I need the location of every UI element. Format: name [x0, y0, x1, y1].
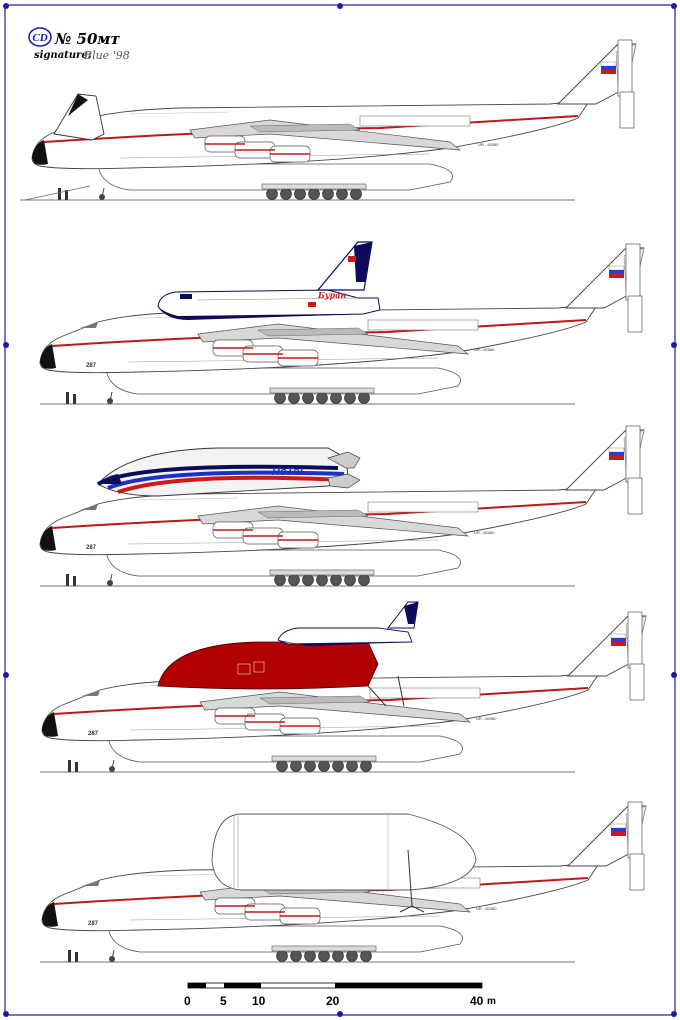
scale-unit: m: [487, 996, 496, 1007]
nose-mark-2: 287: [86, 363, 97, 369]
svg-text:CD: CD: [32, 32, 47, 44]
fin-mark-3: UR - 82060: [474, 530, 495, 535]
fin-mark-5: UR - 82060: [476, 906, 497, 911]
buran-label: Буран: [318, 290, 347, 300]
payload-hotol: [96, 446, 362, 498]
sheet-number: № 50ᴍᴛ: [55, 30, 120, 48]
fin-mark-2: UR - 82060: [474, 347, 495, 352]
nose-mark-4: 287: [88, 731, 99, 737]
scale-tick-40: 40: [470, 994, 484, 1008]
scale-tick-0: 0: [184, 994, 191, 1008]
payload-buran: [157, 241, 381, 321]
aircraft-variant-1: [24, 39, 637, 201]
fin-mark-4: UR - 82060: [476, 716, 497, 721]
frame-rivets: [3, 3, 677, 1017]
scale-tick-20: 20: [326, 994, 340, 1008]
scale-tick-10: 10: [252, 994, 266, 1008]
nose-mark-5: 287: [88, 921, 99, 927]
signature-label: signature:: [34, 50, 92, 61]
aircraft-variant-3: [39, 425, 645, 587]
nose-mark-3: 287: [86, 545, 97, 551]
signature-value: Blue '98: [84, 49, 130, 62]
scale-tick-5: 5: [220, 994, 227, 1008]
scale-bar: [187, 982, 483, 989]
logo-emblem: CD: [28, 27, 52, 47]
fin-mark-1: UR - 82060: [478, 142, 499, 147]
hotol-label: HoToL: [272, 466, 307, 478]
